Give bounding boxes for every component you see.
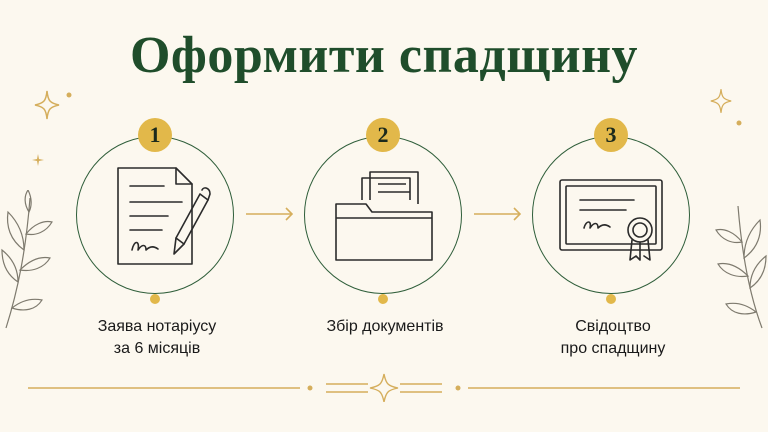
step-label-line: за 6 місяців bbox=[113, 340, 201, 357]
page-title: Оформити спадщину bbox=[129, 27, 639, 84]
step-label: Свідоцтво про спадщину bbox=[513, 316, 713, 360]
step-label-line: Свідоцтво bbox=[575, 318, 651, 335]
step-number-badge: 3 bbox=[594, 118, 628, 152]
step-number-badge: 1 bbox=[138, 118, 172, 152]
certificate-icon bbox=[559, 179, 663, 261]
arrow-right-icon bbox=[246, 207, 294, 221]
step-dot bbox=[378, 294, 388, 304]
arrow-right-icon bbox=[474, 207, 522, 221]
step-number-badge: 2 bbox=[366, 118, 400, 152]
step-label-line: про спадщину bbox=[560, 340, 666, 357]
leaf-branch-icon bbox=[715, 205, 767, 329]
document-signing-icon bbox=[117, 167, 211, 265]
sparkle-icon bbox=[710, 89, 732, 113]
folder-documents-icon bbox=[335, 171, 433, 261]
step-dot bbox=[150, 294, 160, 304]
step-label: Збір документів bbox=[285, 316, 485, 338]
sparkle-dot-icon bbox=[736, 120, 742, 126]
sparkle-icon bbox=[34, 90, 60, 120]
sparkle-icon bbox=[32, 154, 44, 166]
step-label: Заява нотаріусу за 6 місяців bbox=[57, 316, 257, 360]
ornament-divider bbox=[28, 373, 740, 402]
sparkle-dot-icon bbox=[66, 92, 72, 98]
leaf-branch-icon bbox=[1, 190, 53, 329]
step-label-line: Заява нотаріусу bbox=[97, 318, 217, 335]
step-dot bbox=[606, 294, 616, 304]
step-label-line: Збір документів bbox=[326, 318, 444, 335]
